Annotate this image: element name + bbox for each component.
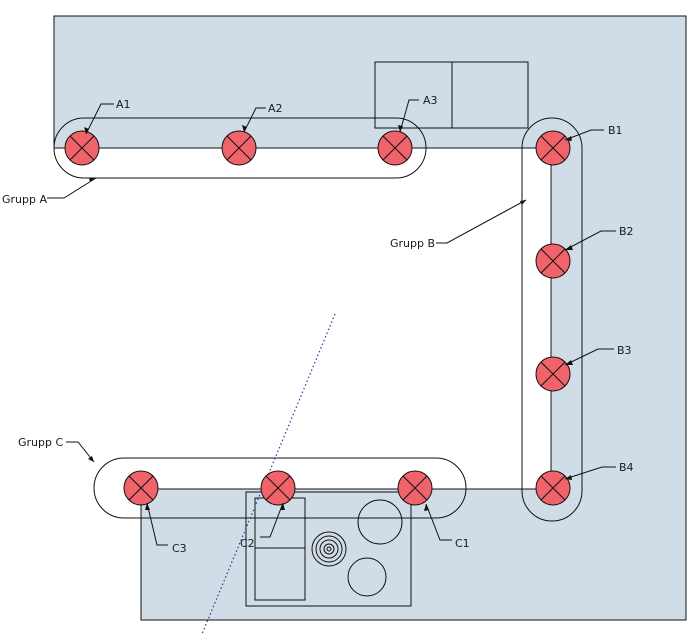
label-c3: C3: [172, 542, 187, 555]
light-b3-icon: [535, 356, 571, 392]
light-b4-icon: [535, 470, 571, 506]
light-c3-icon: [123, 470, 159, 506]
label-a3: A3: [423, 94, 438, 107]
light-b1-icon: [535, 130, 571, 166]
label-b3: B3: [617, 344, 632, 357]
light-c1-icon: [397, 470, 433, 506]
light-c2-icon: [260, 470, 296, 506]
label-b1: B1: [608, 124, 623, 137]
label-a1: A1: [116, 98, 131, 111]
label-a2: A2: [268, 102, 283, 115]
group-c-outline: [93, 457, 467, 519]
wall-cabinet-icon: [374, 61, 529, 129]
label-c1: C1: [455, 537, 470, 550]
leader-arrowheads: [84, 125, 573, 511]
light-a3-icon: [377, 130, 413, 166]
light-b2-icon: [535, 243, 571, 279]
room-outline: [53, 15, 687, 621]
group-a-label: Grupp A: [2, 193, 47, 206]
label-b4: B4: [619, 461, 634, 474]
light-a1-icon: [64, 130, 100, 166]
light-a2-icon: [221, 130, 257, 166]
group-b-outline: [521, 117, 583, 522]
label-c2: C2: [240, 537, 255, 550]
group-c-label: Grupp C: [18, 436, 63, 449]
label-leaders: [47, 99, 616, 546]
label-b2: B2: [619, 225, 634, 238]
group-a-outline: [53, 117, 427, 179]
group-b-label: Grupp B: [390, 237, 435, 250]
burner-icon: [311, 531, 347, 567]
